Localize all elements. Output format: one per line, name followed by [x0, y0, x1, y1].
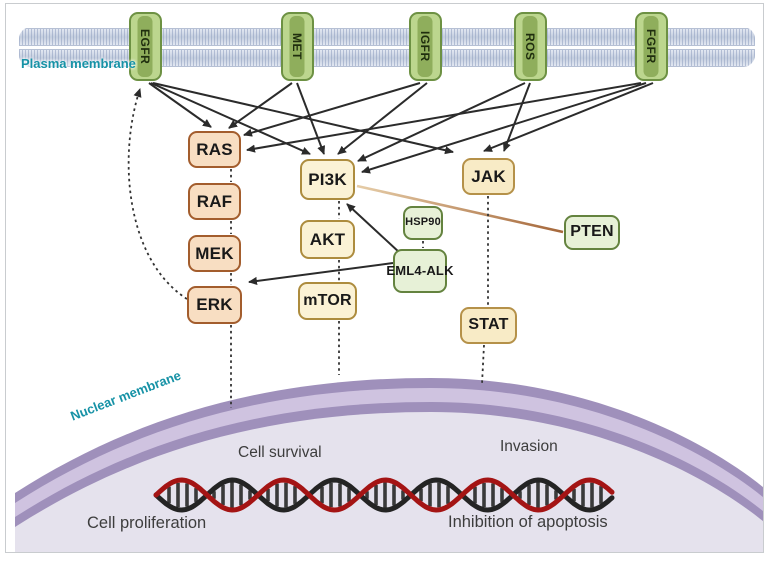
node-label-mek: MEK [195, 243, 234, 263]
inhibition-edge-pten-pi3k [356, 184, 564, 234]
node-eml4alk: EML4-ALK [386, 249, 453, 293]
node-label-ras: RAS [196, 139, 233, 159]
connector-stat-nucleus [481, 344, 485, 385]
edge-igfr-pi3k [337, 82, 428, 155]
receptor-stripe [417, 16, 433, 77]
receptor-met: MET [280, 12, 314, 81]
receptor-label-met: MET [290, 33, 304, 60]
outcome-cell-survival: Cell survival [238, 444, 322, 461]
signal-arrows [127, 82, 654, 408]
node-label-hsp90: HSP [405, 216, 429, 229]
node-label-eml4alk: EML4- [386, 263, 427, 279]
receptor-stripe [522, 16, 538, 77]
node-pi3k: PI3K [300, 159, 355, 200]
edge-igfr-ras [243, 82, 421, 137]
receptor-egfr: EGFR [128, 12, 162, 81]
feedback-edge-erk-egfr [127, 88, 188, 300]
node-label-pten: PTEN [570, 223, 614, 241]
node-erk: ERK [187, 286, 242, 324]
receptor-igfr: IGFR [408, 12, 442, 81]
node-raf: RAF [188, 183, 241, 220]
outcome-invasion: Invasion [500, 438, 558, 455]
dna-strand-red [153, 477, 615, 513]
receptor-stripe [137, 16, 153, 77]
edge-ros-jak [503, 82, 531, 152]
node-jak: JAK [462, 158, 515, 195]
node-stat: STAT [460, 307, 517, 344]
node-mtor: mTOR [298, 282, 357, 320]
node-label-raf: RAF [196, 191, 233, 211]
lipid-bilayer-top [19, 28, 755, 46]
node-label-pi3k: PI3K [308, 169, 347, 189]
node-label-mtor: mTOR [303, 291, 352, 309]
nuclear-membrane-label: Nuclear membrane [68, 367, 183, 424]
outcome-cell-proliferation: Cell proliferation [87, 514, 207, 532]
node-akt: AKT [300, 220, 355, 259]
dna-helix [153, 477, 615, 513]
node-label-jak: JAK [471, 166, 506, 186]
diagram-stage: EGFR MET IGFR ROS FGFR RAS RAF MEK ERK PI3K AKT mT… [6, 4, 763, 552]
edge-met-ras [228, 82, 293, 129]
edge-egfr-ras [148, 82, 212, 128]
nuclear-membrane [15, 378, 763, 552]
plasma-membrane-band [19, 27, 755, 67]
edge-ros-pi3k [357, 82, 526, 162]
outcome-inhibition-of-apoptosis: Inhibition of apoptosis [448, 513, 608, 531]
receptor-label-igfr: IGFR [418, 31, 432, 62]
receptor-label-fgfr: FGFR [644, 29, 658, 64]
receptor-ros: ROS [513, 12, 547, 81]
edge-fgfr-jak [483, 82, 654, 152]
node-label-akt: AKT [309, 229, 346, 249]
edge-fgfr-ras [246, 82, 642, 153]
node-mek: MEK [188, 235, 241, 272]
receptor-stripe [643, 16, 659, 77]
node-ras: RAS [188, 131, 241, 168]
receptor-label-egfr: EGFR [138, 28, 152, 65]
node-label-stat: STAT [468, 316, 509, 334]
node-pten: PTEN [564, 215, 620, 250]
plasma-membrane-label: Plasma membrane [21, 56, 136, 71]
edge-met-pi3k [296, 82, 325, 155]
node-label-hsp90: 90 [428, 216, 441, 229]
node-label-eml4alk: ALK [426, 263, 454, 279]
lipid-bilayer-bottom [19, 49, 755, 67]
node-label-erk: ERK [196, 295, 233, 315]
receptor-stripe [289, 16, 305, 77]
dna-strand-black [153, 477, 615, 513]
receptor-fgfr: FGFR [634, 12, 668, 81]
edge-eml4alk-erk [248, 262, 394, 286]
figure-frame: EGFR MET IGFR ROS FGFR RAS RAF MEK ERK PI3K AKT mT… [5, 3, 764, 553]
receptor-label-ros: ROS [523, 32, 537, 61]
